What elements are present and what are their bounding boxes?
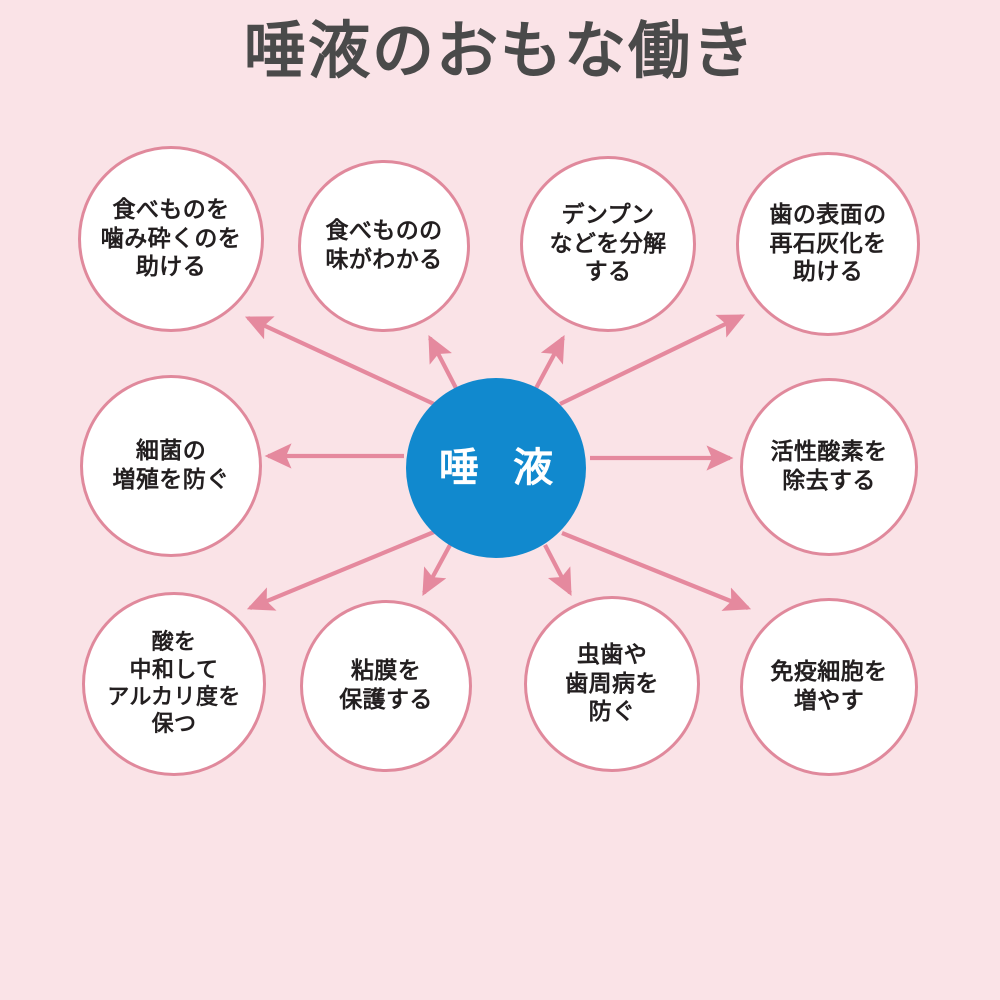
node-immune[interactable]: 免疫細胞を 増やす bbox=[740, 598, 918, 776]
node-starch-label: デンプン などを分解 する bbox=[549, 201, 667, 286]
node-bacteria-label: 細菌の 増殖を防ぐ bbox=[112, 438, 230, 493]
arrow-to-immune bbox=[561, 531, 752, 611]
node-mucosa-label: 粘膜を 保護する bbox=[339, 658, 433, 713]
node-neutralize-acid[interactable]: 酸を 中和して アルカリ度を 保つ bbox=[82, 592, 266, 776]
node-remineralize-label: 歯の表面の 再石灰化を 助ける bbox=[769, 201, 887, 286]
node-bacteria[interactable]: 細菌の 増殖を防ぐ bbox=[80, 375, 262, 557]
node-chew-label: 食べものを 噛み砕くのを 助ける bbox=[100, 196, 242, 281]
node-reactive-oxygen[interactable]: 活性酸素を 除去する bbox=[740, 378, 918, 556]
node-taste-label: 食べものの 味がわかる bbox=[325, 218, 443, 273]
arrow-to-chew bbox=[244, 316, 435, 406]
arrow-to-taste bbox=[428, 335, 460, 393]
node-chew[interactable]: 食べものを 噛み砕くのを 助ける bbox=[78, 146, 264, 332]
arrow-to-starch bbox=[532, 335, 565, 393]
node-reactive-oxygen-label: 活性酸素を 除去する bbox=[770, 439, 888, 494]
node-cavities-label: 虫歯や 歯周病を 防ぐ bbox=[565, 641, 659, 726]
arrow-to-neutralize-acid bbox=[246, 530, 435, 611]
node-starch[interactable]: デンプン などを分解 する bbox=[520, 156, 696, 332]
node-taste[interactable]: 食べものの 味がわかる bbox=[298, 160, 470, 332]
node-remineralize[interactable]: 歯の表面の 再石灰化を 助ける bbox=[736, 152, 920, 336]
arrow-to-mucosa bbox=[422, 543, 452, 596]
page-title: 唾液のおもな働き bbox=[243, 14, 756, 87]
node-neutralize-acid-label: 酸を 中和して アルカリ度を 保つ bbox=[107, 630, 241, 738]
center-node-label: 唾 液 bbox=[439, 445, 563, 491]
arrow-to-cavities bbox=[543, 544, 572, 596]
center-node-saliva[interactable]: 唾 液 bbox=[406, 378, 586, 558]
node-cavities[interactable]: 虫歯や 歯周病を 防ぐ bbox=[524, 596, 700, 772]
node-mucosa[interactable]: 粘膜を 保護する bbox=[300, 600, 472, 772]
node-immune-label: 免疫細胞を 増やす bbox=[770, 659, 888, 714]
